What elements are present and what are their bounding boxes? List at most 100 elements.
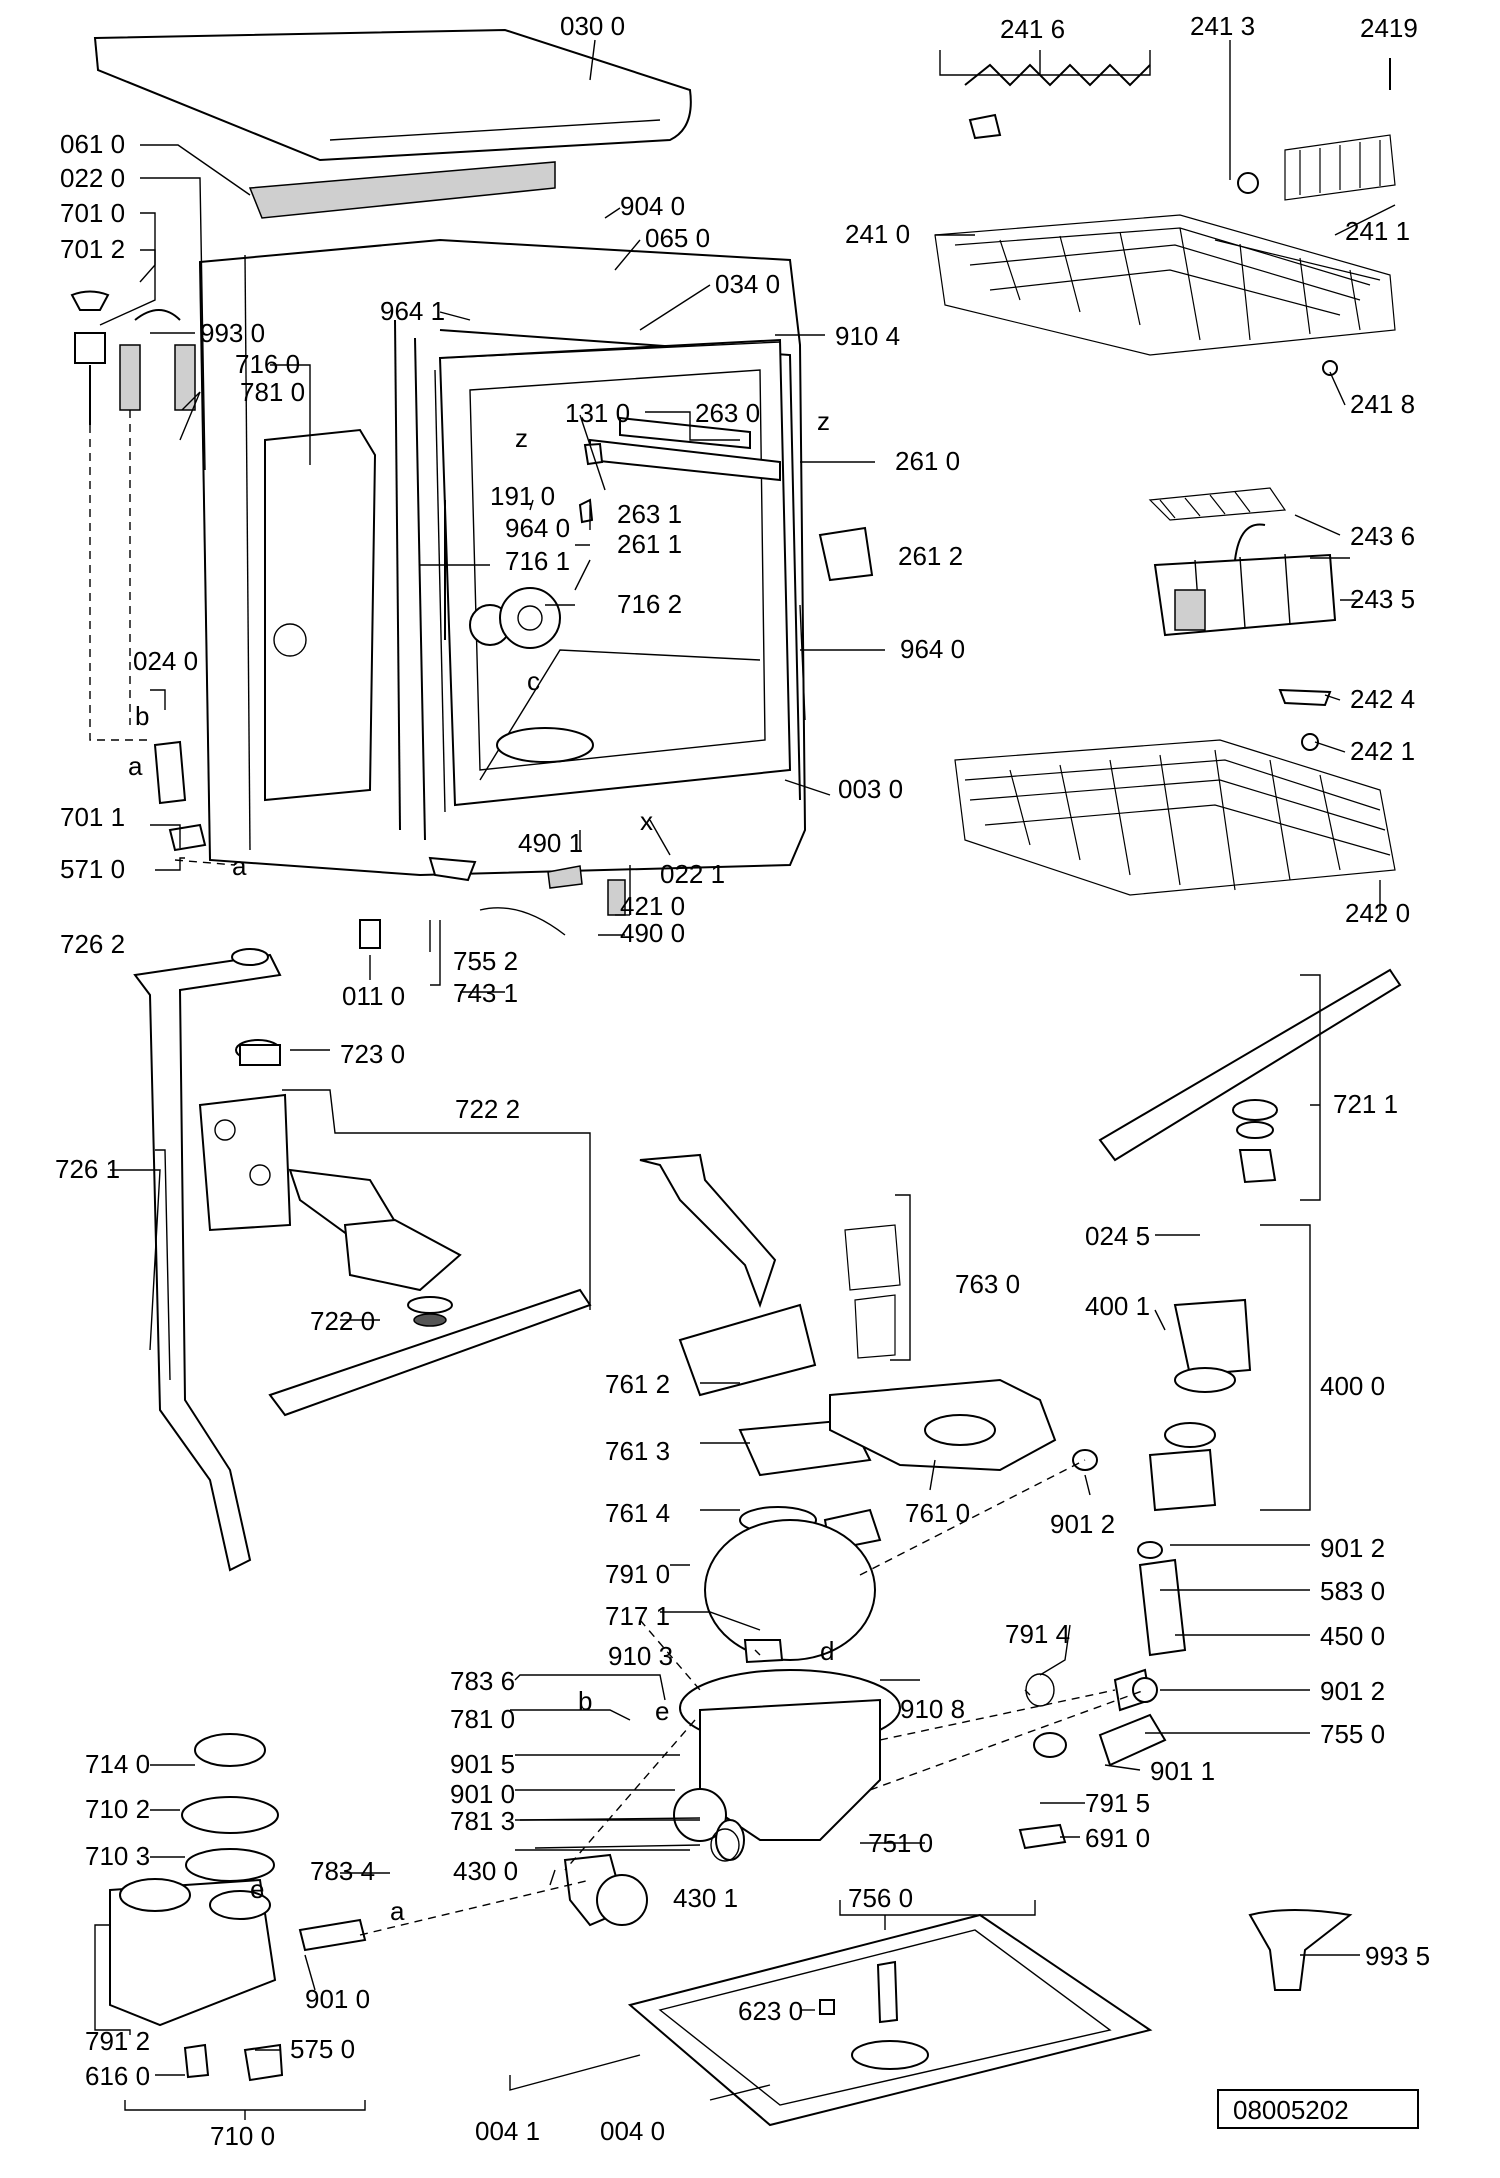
label-993-5: 993 5	[1365, 1941, 1430, 1971]
label-783-6: 783 6	[450, 1666, 515, 1696]
document-id: 08005202	[1233, 2095, 1349, 2125]
upper-rack-wire-parts	[964, 58, 1396, 376]
label-571-0: 571 0	[60, 854, 125, 884]
letter-b-1: b	[135, 701, 149, 731]
label-716-1: 716 1	[505, 546, 570, 576]
label-721-1: 721 1	[1333, 1089, 1398, 1119]
label-726-1: 726 1	[55, 1154, 120, 1184]
label-261-2: 261 2	[898, 541, 963, 571]
letter-e-2: e	[250, 1874, 264, 1904]
label-022-0: 022 0	[60, 163, 125, 193]
label-723-0: 723 0	[340, 1039, 405, 1069]
softener-part	[109, 1733, 367, 2082]
letter-e-1: e	[655, 1696, 669, 1726]
label-755-0: 755 0	[1320, 1719, 1385, 1749]
label-761-4: 761 4	[605, 1498, 670, 1528]
label-781-0-a: 781 0	[240, 377, 305, 407]
letter-markers: z z c x b a a b e d e a	[128, 406, 834, 1926]
label-400-1: 400 1	[1085, 1291, 1150, 1321]
label-791-2: 791 2	[85, 2026, 150, 2056]
label-756-0: 756 0	[848, 1883, 913, 1913]
label-022-1: 022 1	[660, 859, 725, 889]
label-004-1: 004 1	[475, 2116, 540, 2146]
label-783-4: 783 4	[310, 1856, 375, 1886]
label-910-4: 910 4	[835, 321, 900, 351]
label-743-1: 743 1	[453, 978, 518, 1008]
label-242-4: 242 4	[1350, 684, 1415, 714]
label-243-5: 243 5	[1350, 584, 1415, 614]
label-716-2: 716 2	[617, 589, 682, 619]
label-993-0: 993 0	[200, 318, 265, 348]
label-191-0: 191 0	[490, 481, 555, 511]
label-901-1: 901 1	[1150, 1756, 1215, 1786]
label-781-0-b: 781 0	[450, 1704, 515, 1734]
letter-c: c	[527, 666, 540, 696]
manifold-part	[198, 1044, 292, 1232]
label-791-0: 791 0	[605, 1559, 670, 1589]
label-964-1: 964 1	[380, 296, 445, 326]
label-131-0: 131 0	[565, 398, 630, 428]
label-623-0: 623 0	[738, 1996, 803, 2026]
cabinet-small-parts	[153, 498, 806, 949]
label-616-0: 616 0	[85, 2061, 150, 2091]
label-722-0: 722 0	[310, 1306, 375, 1336]
label-904-0: 904 0	[620, 191, 685, 221]
upper-spray-arm-part	[268, 1168, 592, 1417]
label-901-5: 901 5	[450, 1749, 515, 1779]
label-901-2-a: 901 2	[1050, 1509, 1115, 1539]
label-030-0: 030 0	[560, 11, 625, 41]
letter-z-1: z	[515, 423, 528, 453]
label-024-5: 024 5	[1085, 1221, 1150, 1251]
door-seal-part	[434, 341, 781, 813]
label-910-8: 910 8	[900, 1694, 965, 1724]
label-241-1: 241 1	[1345, 216, 1410, 246]
letter-a-1: a	[128, 751, 143, 781]
label-710-2: 710 2	[85, 1794, 150, 1824]
label-430-1: 430 1	[673, 1883, 738, 1913]
label-761-0: 761 0	[905, 1498, 970, 1528]
label-791-4: 791 4	[1005, 1619, 1070, 1649]
base-part	[627, 1909, 1353, 2127]
letter-z-2: z	[817, 406, 830, 436]
label-716-0: 716 0	[235, 349, 300, 379]
side-panel-part	[264, 428, 377, 802]
letter-b-2: b	[578, 1686, 592, 1716]
label-583-0: 583 0	[1320, 1576, 1385, 1606]
label-701-1: 701 1	[60, 802, 125, 832]
label-450-0: 450 0	[1320, 1621, 1385, 1651]
label-910-3: 910 3	[608, 1641, 673, 1671]
label-901-2-c: 901 2	[1320, 1676, 1385, 1706]
leader-lines	[94, 39, 1396, 2120]
label-901-0-a: 901 0	[450, 1779, 515, 1809]
label-761-3: 761 3	[605, 1436, 670, 1466]
label-241-8: 241 8	[1350, 389, 1415, 419]
label-722-2: 722 2	[455, 1094, 520, 1124]
label-004-0: 004 0	[600, 2116, 665, 2146]
label-717-1: 717 1	[605, 1601, 670, 1631]
label-575-0: 575 0	[290, 2034, 355, 2064]
label-701-0: 701 0	[60, 198, 125, 228]
letter-d: d	[820, 1636, 834, 1666]
label-263-1: 263 1	[617, 499, 682, 529]
spray-inlets-part	[469, 587, 561, 649]
top-cover-part	[93, 28, 692, 162]
letter-x: x	[640, 806, 653, 836]
lower-rack-part	[954, 688, 1396, 896]
label-691-0: 691 0	[1085, 1823, 1150, 1853]
label-011-0: 011 0	[342, 981, 405, 1011]
cutlery-basket-part	[1148, 487, 1337, 637]
label-901-2-b: 901 2	[1320, 1533, 1385, 1563]
label-2419: 2419	[1360, 13, 1418, 43]
label-243-6: 243 6	[1350, 521, 1415, 551]
hose-assembly-part	[70, 290, 196, 425]
label-763-0: 763 0	[955, 1269, 1020, 1299]
label-430-0: 430 0	[453, 1856, 518, 1886]
insulation-strip-part	[248, 161, 556, 219]
label-710-0: 710 0	[210, 2121, 275, 2151]
label-791-5: 791 5	[1085, 1788, 1150, 1818]
label-003-0: 003 0	[838, 774, 903, 804]
label-261-0: 261 0	[895, 446, 960, 476]
pump-motor-part	[1025, 1298, 1252, 1767]
label-242-1: 242 1	[1350, 736, 1415, 766]
